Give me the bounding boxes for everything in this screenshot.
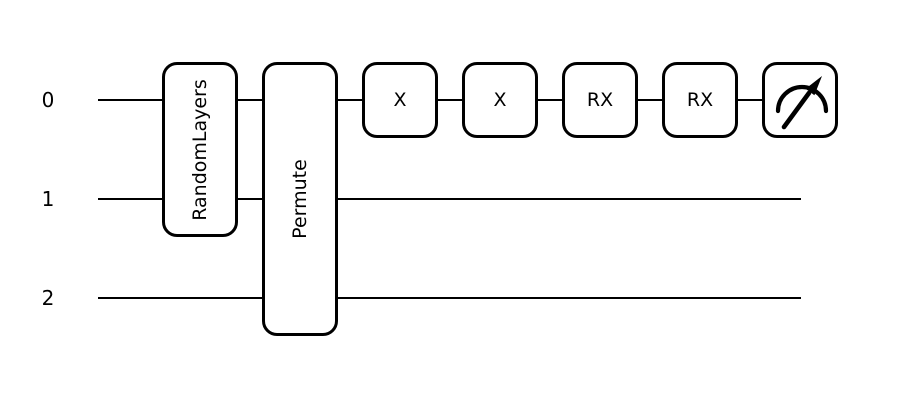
wire-2 bbox=[98, 297, 801, 299]
measurement-box bbox=[762, 62, 838, 138]
gate-rx-1-label: RX bbox=[586, 89, 614, 111]
gate-x-1-label: X bbox=[393, 89, 407, 111]
gate-rx-1: RX bbox=[562, 62, 638, 138]
gate-randomlayers-label: RandomLayers bbox=[189, 78, 212, 221]
wire-label-0: 0 bbox=[41, 88, 55, 112]
gate-randomlayers: RandomLayers bbox=[162, 62, 238, 237]
wire-0 bbox=[98, 99, 801, 101]
wire-label-2: 2 bbox=[41, 286, 55, 310]
wire-label-1: 1 bbox=[41, 187, 55, 211]
gate-rx-2: RX bbox=[662, 62, 738, 138]
wire-1 bbox=[98, 198, 801, 200]
gate-rx-2-label: RX bbox=[686, 89, 714, 111]
gate-x-2: X bbox=[462, 62, 538, 138]
gate-permute: Permute bbox=[262, 62, 338, 336]
gate-x-2-label: X bbox=[493, 89, 507, 111]
measurement-gauge-icon bbox=[775, 76, 829, 130]
gate-x-1: X bbox=[362, 62, 438, 138]
gate-permute-label: Permute bbox=[289, 159, 312, 239]
